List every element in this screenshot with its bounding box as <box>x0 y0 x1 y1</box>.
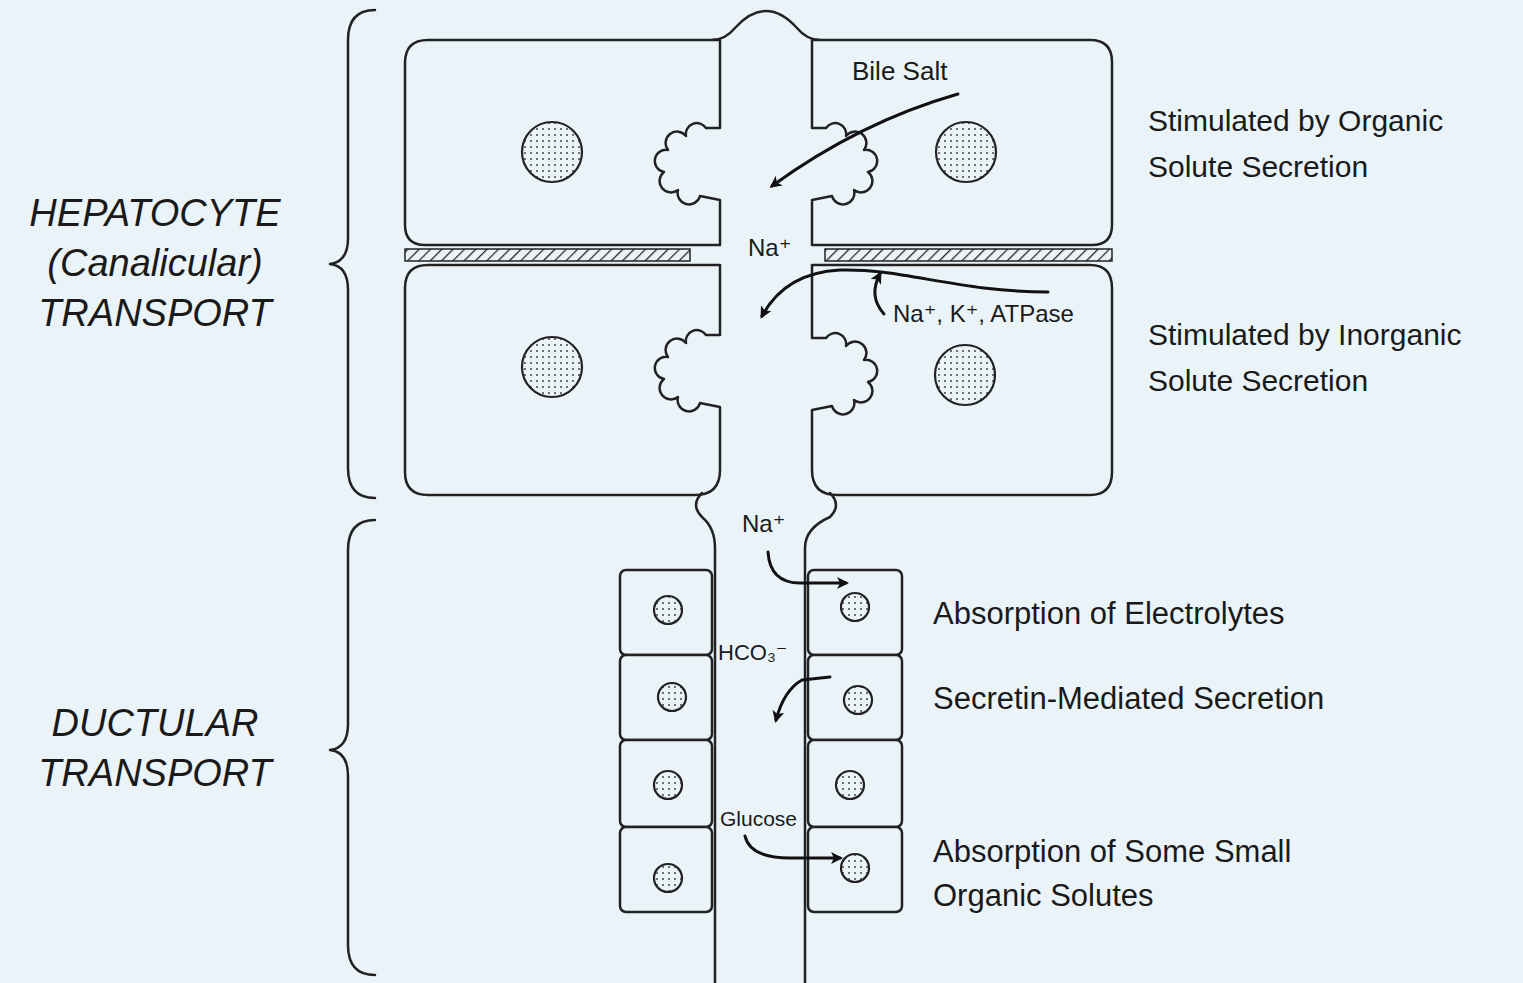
note-label: Stimulated by Inorganic Solute Secretion <box>1148 312 1513 404</box>
transport-arrow <box>776 677 830 720</box>
transport-arrow <box>745 836 840 858</box>
duct-cell <box>808 740 902 827</box>
note-label: Absorption of Electrolytes <box>933 595 1285 632</box>
nucleus <box>841 854 869 882</box>
ion-label: Na⁺ <box>748 234 791 263</box>
transport-arrow <box>768 552 846 583</box>
bracket <box>330 10 375 498</box>
transport-arrow <box>875 274 884 314</box>
ion-label: HCO₃⁻ <box>718 640 787 666</box>
note-label: Secretin-Mediated Secretion <box>933 680 1324 717</box>
bracket <box>330 520 375 975</box>
nucleus <box>841 593 869 621</box>
note-label: Absorption of Some Small Organic Solutes <box>933 830 1363 918</box>
enzyme-label: Na⁺, K⁺, ATPase <box>893 300 1074 329</box>
solute-label: Glucose <box>720 806 797 831</box>
duct-cell <box>620 570 712 655</box>
hepatocyte <box>812 40 1112 245</box>
nucleus <box>836 771 864 799</box>
nucleus <box>936 122 996 182</box>
section-label: DUCTULAR TRANSPORT <box>5 698 305 798</box>
duct-cell <box>620 655 712 740</box>
hepatocyte <box>812 265 1112 495</box>
tight-junction <box>825 249 1112 261</box>
section-label: HEPATOCYTE (Canalicular) TRANSPORT <box>5 188 305 338</box>
nucleus <box>935 345 995 405</box>
nucleus <box>654 596 682 624</box>
nucleus <box>654 864 682 892</box>
duct-cell <box>620 827 712 912</box>
nucleus <box>522 122 582 182</box>
note-label: Stimulated by Organic Solute Secretion <box>1148 98 1513 190</box>
hepatocyte <box>405 40 720 245</box>
nucleus <box>658 683 686 711</box>
nucleus <box>522 337 582 397</box>
hepatocyte <box>405 265 720 495</box>
canaliculus-top <box>712 11 820 40</box>
duct-cell <box>808 655 902 740</box>
duct-cell <box>808 827 902 912</box>
solute-label: Bile Salt <box>852 56 947 87</box>
ion-label: Na⁺ <box>742 510 785 539</box>
duct-cell <box>620 740 712 827</box>
transport-arrow <box>772 94 958 186</box>
nucleus <box>844 686 872 714</box>
tight-junction <box>405 249 690 261</box>
nucleus <box>654 771 682 799</box>
